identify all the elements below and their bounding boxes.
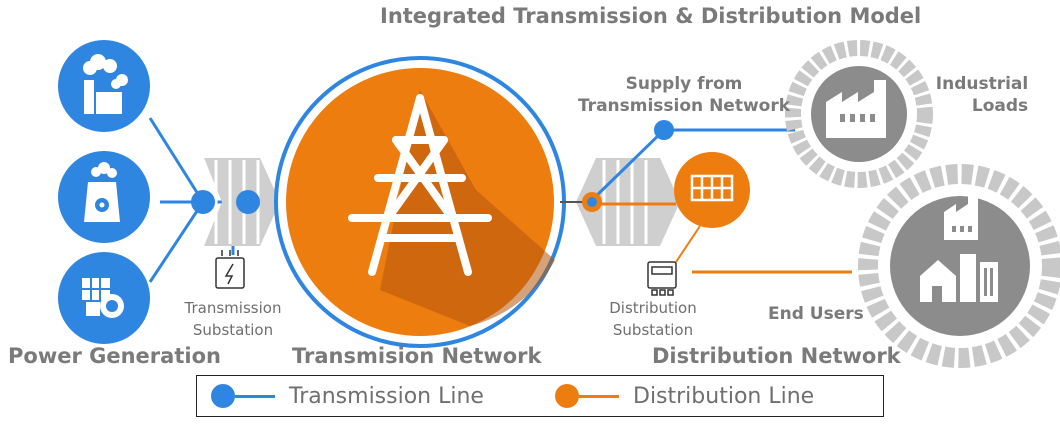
city-icon <box>920 196 998 302</box>
pylon-icon <box>348 94 492 276</box>
solar-panel-icon <box>690 174 734 202</box>
legend: Transmission Line Distribution Line <box>196 375 884 417</box>
industrial-label-line1: Industrial <box>935 74 1029 94</box>
junction-dot <box>654 120 674 140</box>
diagram-title: Integrated Transmission & Distribution M… <box>380 4 922 28</box>
solar-gear-icon <box>82 278 124 318</box>
section-power-generation: Power Generation <box>8 344 221 368</box>
transmission-network-circle <box>274 56 566 348</box>
transformer-icon <box>215 250 245 289</box>
generator-coal <box>58 40 150 132</box>
generator-nuclear <box>58 151 150 243</box>
industrial-factory-icon <box>826 80 886 138</box>
supply-label-line1: Supply from <box>625 74 743 94</box>
end-users-label: End Users <box>768 304 864 324</box>
section-distribution-network: Distribution Network <box>652 344 901 368</box>
legend-blue-dot-icon <box>211 384 235 408</box>
generator-solar <box>58 252 150 344</box>
distribution-substation-label-line1: Distribution <box>609 299 697 317</box>
junction-dot <box>236 190 260 214</box>
distribution-substation-chevrons <box>576 158 680 246</box>
legend-transmission-label: Transmission Line <box>289 383 484 409</box>
legend-distribution-label: Distribution Line <box>633 383 815 409</box>
legend-blue-line <box>235 394 275 398</box>
nuclear-plant-icon <box>84 162 120 222</box>
distribution-node <box>674 152 750 228</box>
legend-orange-dot-icon <box>555 384 579 408</box>
transmission-substation-label-line2: Substation <box>192 321 274 339</box>
meter-icon <box>647 261 677 296</box>
legend-item-distribution: Distribution Line <box>555 376 814 416</box>
junction-dot <box>191 190 215 214</box>
industrial-loads-node <box>785 40 933 188</box>
factory-icon <box>83 54 128 114</box>
industrial-label-line2: Loads <box>971 96 1029 116</box>
section-transmission-network: Transmision Network <box>292 344 542 368</box>
supply-label-line2: Transmission Network <box>577 96 791 116</box>
distribution-substation-label-line2: Substation <box>612 321 694 339</box>
transmission-substation-label-line1: Transmission <box>184 299 282 317</box>
legend-item-transmission: Transmission Line <box>211 376 484 416</box>
legend-orange-line <box>579 394 619 398</box>
end-users-node <box>858 164 1060 368</box>
supply-lines <box>560 128 852 274</box>
junction-dot-inner <box>587 197 597 207</box>
